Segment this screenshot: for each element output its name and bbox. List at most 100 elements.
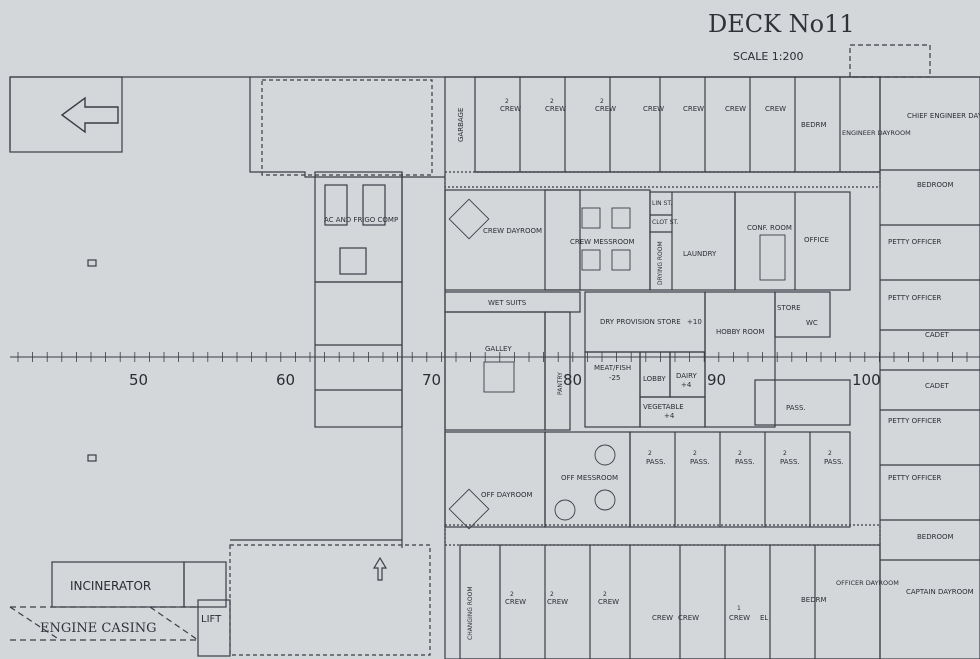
room-label-pass-single: PASS.: [786, 404, 806, 412]
axis-label-50: 50: [129, 371, 148, 389]
cabin-top-1-label: CREW: [500, 105, 521, 113]
room-label-cadet-1: CADET: [925, 331, 949, 339]
axis-label-90: 90: [707, 371, 726, 389]
top-cabin-dividers: [519, 77, 841, 172]
room-label-linen-store: LIN ST.: [652, 200, 672, 207]
pass-cabin-1-number: 2: [648, 450, 652, 457]
crew-dayroom-room: [444, 189, 581, 291]
room-label-engine-casing: ENGINE CASING: [40, 621, 157, 636]
room-label-crew-dayroom: CREW DAYROOM: [483, 227, 542, 235]
trunk-cells: [314, 281, 403, 428]
casing-outline-bottom: [230, 539, 403, 548]
room-label-dry-provision: DRY PROVISION STORE: [600, 318, 681, 326]
room-label-pantry: PANTRY: [557, 372, 564, 395]
cabin-bottom-3-label: CREW: [598, 598, 619, 606]
room-label-galley: GALLEY: [485, 345, 512, 353]
pass-cabin-3-label: PASS.: [735, 458, 755, 466]
room-label-petty-officer-1: PETTY OFFICER: [888, 238, 942, 246]
conf-office-block: [734, 191, 851, 291]
room-label-hobby-room: HOBBY ROOM: [716, 328, 764, 336]
ac-frigo-room: [314, 171, 403, 283]
cabin-top-7-label: CREW: [765, 105, 786, 113]
scale-label: SCALE 1:200: [733, 50, 803, 63]
axis-label-60: 60: [276, 371, 295, 389]
pass-cabin-4-number: 2: [783, 450, 787, 457]
room-label-captain-dayroom: CAPTAIN DAYROOM: [906, 588, 974, 596]
room-label-officer-dayroom: OFFICER DAYROOM: [836, 579, 899, 587]
axis-label-100: 100: [852, 371, 881, 389]
room-label-changing-room: CHANGING ROOM: [467, 586, 474, 640]
cabin-top-3-label: CREW: [595, 105, 616, 113]
cabin-bottom-2-number: 2: [550, 591, 554, 598]
room-label-petty-officer-2: PETTY OFFICER: [888, 294, 942, 302]
cabin-bottom-6-label: CREW: [729, 614, 750, 622]
pass-cabin-1-label: PASS.: [646, 458, 666, 466]
cabin-top-3-number: 2: [600, 98, 604, 105]
cabin-bottom-2-label: CREW: [547, 598, 568, 606]
off-dayroom-room: [444, 431, 546, 528]
marker-left-upper: [87, 259, 97, 267]
room-label-meat-fish-temp: -25: [609, 374, 620, 382]
cabin-bottom-1-number: 2: [510, 591, 514, 598]
room-label-meat-fish: MEAT/FISH: [594, 364, 631, 372]
room-label-lobby: LOBBY: [643, 375, 666, 383]
room-label-bedroom-1: BEDROOM: [917, 181, 954, 189]
room-label-dry-provision-temp: +10: [687, 318, 702, 326]
ac-unit-2: [362, 184, 386, 226]
pass-cabin-5-label: PASS.: [824, 458, 844, 466]
cabin-top-6-label: CREW: [725, 105, 746, 113]
room-label-office: OFFICE: [804, 236, 829, 244]
room-label-bedrm-bottom: BEDRM: [801, 596, 827, 604]
room-label-bedrm-top: BEDRM: [801, 121, 827, 129]
axis-label-80: 80: [563, 371, 582, 389]
pantry-room: [544, 311, 571, 431]
cabin-bottom-7-label: EL: [760, 614, 768, 622]
cabin-bottom-5-label: CREW: [678, 614, 699, 622]
room-label-wc: WC: [806, 319, 818, 327]
pass-cabin-4-label: PASS.: [780, 458, 800, 466]
cabin-bottom-6-number: 1: [737, 605, 741, 612]
room-label-dairy-temp: +4: [681, 381, 692, 389]
galley-room: [444, 311, 546, 431]
room-label-petty-officer-4: PETTY OFFICER: [888, 474, 942, 482]
cabin-top-1-number: 2: [505, 98, 509, 105]
store-block: [774, 291, 831, 338]
pass-cabin-2-label: PASS.: [690, 458, 710, 466]
projection-outline: [849, 44, 931, 78]
stair-block-left: [9, 76, 123, 153]
room-label-conf-room: CONF. ROOM: [747, 224, 792, 232]
room-label-incinerator: INCINERATOR: [70, 579, 151, 593]
room-label-garbage: GARBAGE: [457, 108, 465, 142]
furniture: [448, 198, 786, 530]
room-label-cloth-store: CLOT ST.: [652, 219, 678, 226]
lift-shaft: [197, 599, 231, 657]
ac-unit-1: [324, 184, 348, 226]
cabin-top-2-label: CREW: [545, 105, 566, 113]
deck-title: DECK No11: [708, 10, 855, 38]
room-label-wet-suits: WET SUITS: [488, 299, 527, 307]
right-officer-column: [879, 77, 980, 659]
room-label-drying-room: DRYING ROOM: [657, 241, 664, 285]
room-label-off-messroom: OFF MESSROOM: [561, 474, 618, 482]
room-label-engineer-dayroom: ENGINEER DAYROOM: [842, 129, 911, 137]
arrow-up-icon: [372, 556, 388, 581]
frame-axis-labels: 50 60 70 80 90 100: [129, 371, 881, 389]
cabin-top-4-label: CREW: [643, 105, 664, 113]
axis-label-70: 70: [422, 371, 441, 389]
room-label-crew-messroom: CREW MESSROOM: [570, 238, 635, 246]
room-label-dairy: DAIRY: [676, 372, 698, 380]
room-label-laundry: LAUNDRY: [683, 250, 717, 258]
pass-cabin-row: [629, 431, 851, 528]
cabin-top-2-number: 2: [550, 98, 554, 105]
cabin-bottom-3-number: 2: [603, 591, 607, 598]
room-label-bedroom-2: BEDROOM: [917, 533, 954, 541]
cabin-bottom-4-label: CREW: [652, 614, 673, 622]
marker-left-lower: [87, 454, 97, 462]
room-label-chief-engineer: CHIEF ENGINEER DAYROOM: [907, 112, 980, 120]
accommodation-block: [444, 76, 980, 659]
room-label-ac-frigo: AC AND FRIGO COMP: [324, 216, 398, 224]
pass-cabin-5-number: 2: [828, 450, 832, 457]
cabin-top-5-label: CREW: [683, 105, 704, 113]
pass-cabin-dividers: [674, 432, 811, 527]
